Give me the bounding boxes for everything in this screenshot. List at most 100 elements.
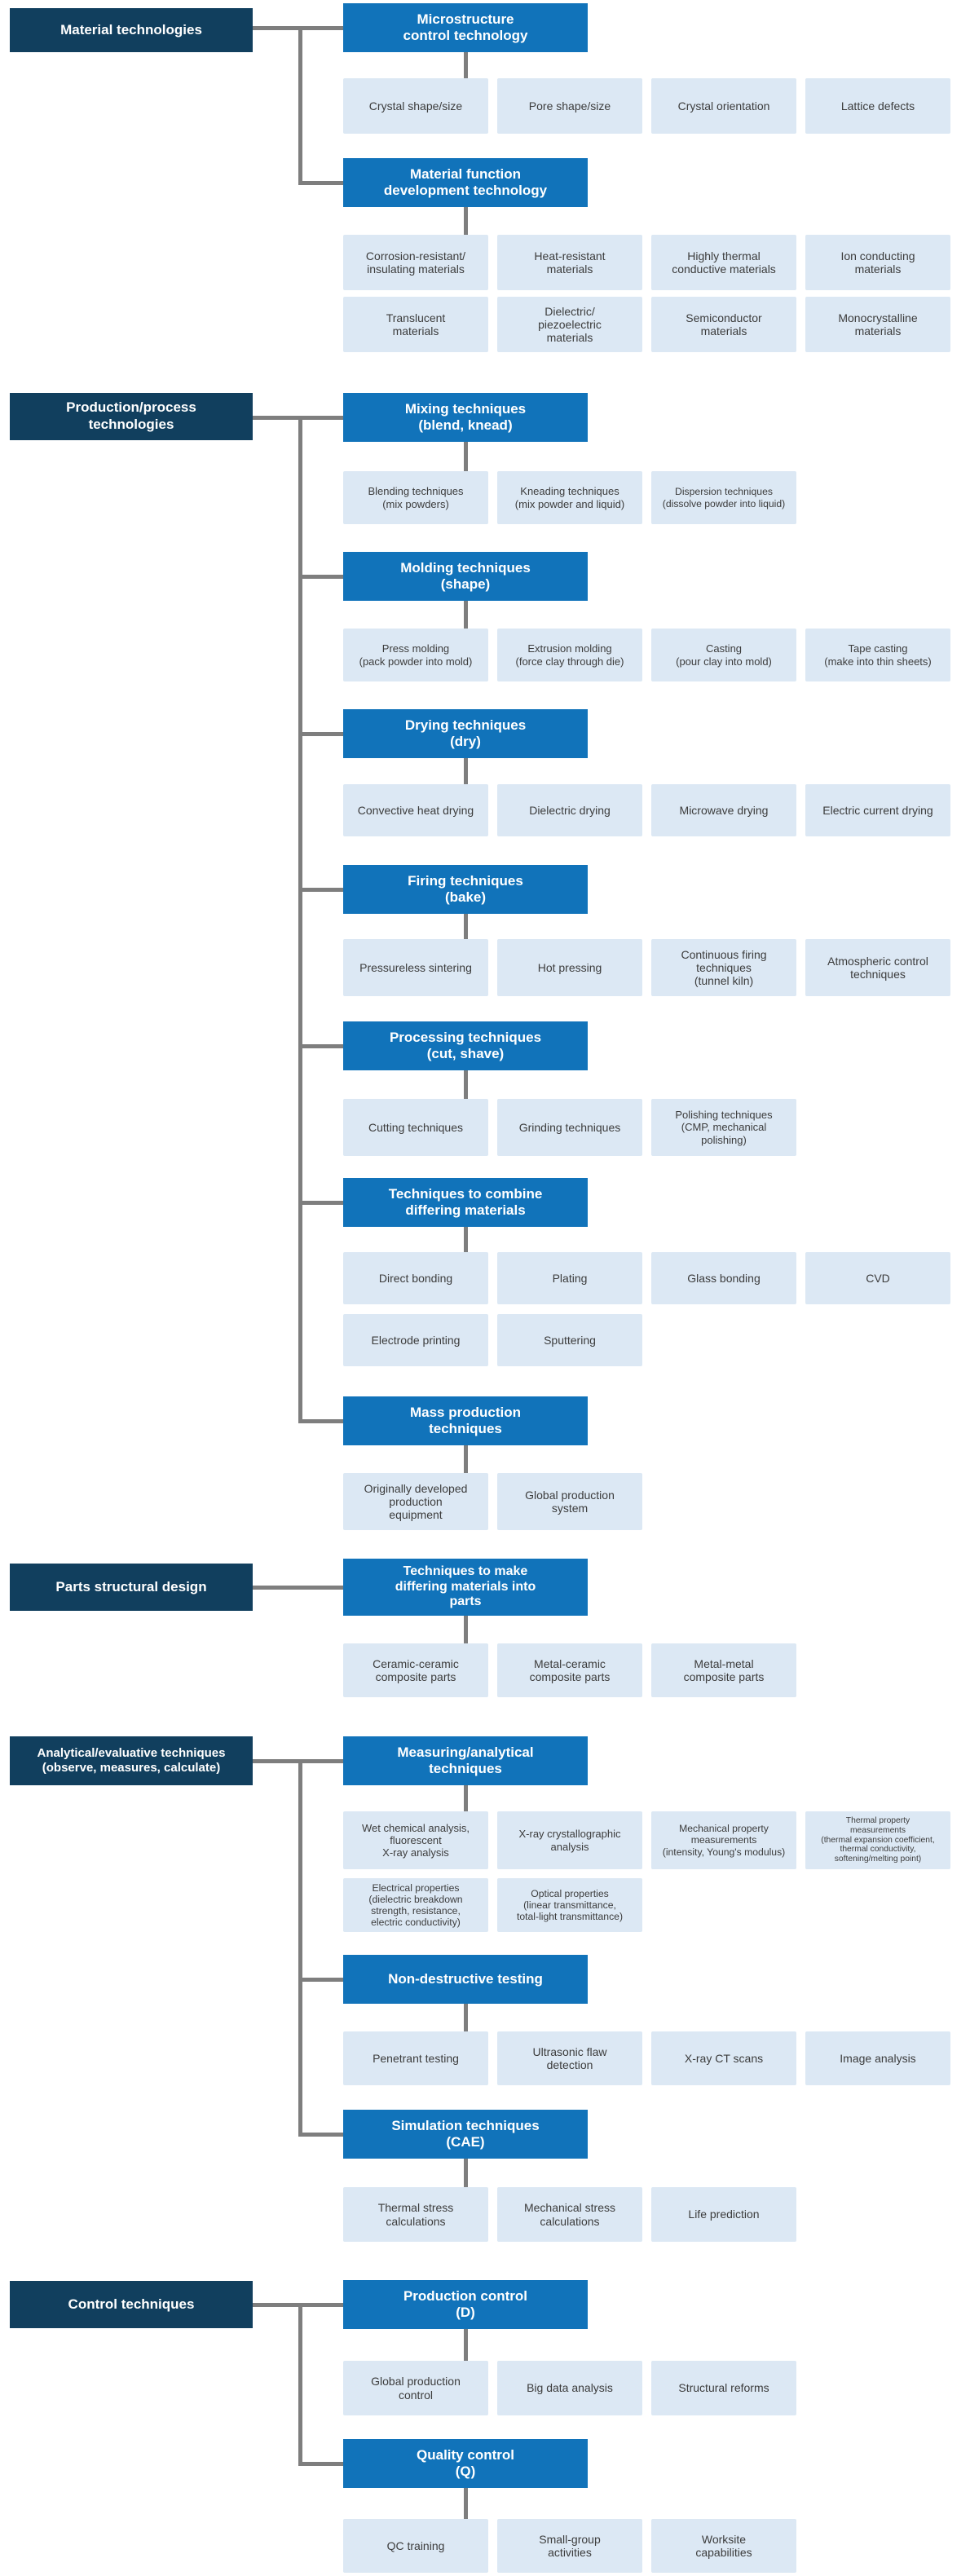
tech-item: Convective heat drying bbox=[343, 784, 488, 836]
tech-item: Heat-resistant materials bbox=[497, 235, 642, 290]
tech-item: QC training bbox=[343, 2519, 488, 2573]
connector-line bbox=[464, 756, 468, 787]
tech-item: X-ray CT scans bbox=[651, 2031, 796, 2085]
header-drying-techniques: Drying techniques (dry) bbox=[343, 709, 588, 758]
tech-item: Electrical properties (dielectric breakd… bbox=[343, 1878, 488, 1932]
tech-item: Penetrant testing bbox=[343, 2031, 488, 2085]
tech-item: Tape casting (make into thin sheets) bbox=[805, 629, 950, 681]
tech-item: Atmospheric control techniques bbox=[805, 939, 950, 996]
tech-item: Direct bonding bbox=[343, 1252, 488, 1304]
tech-item: Mechanical property measurements (intens… bbox=[651, 1811, 796, 1869]
header-simulation-techniques: Simulation techniques (CAE) bbox=[343, 2110, 588, 2159]
connector-line bbox=[298, 1419, 343, 1423]
tech-item: Image analysis bbox=[805, 2031, 950, 2085]
tech-item: Structural reforms bbox=[651, 2361, 796, 2415]
connector-line bbox=[464, 1069, 468, 1102]
connector-line bbox=[298, 888, 343, 892]
connector-line bbox=[464, 1784, 468, 1815]
header-material-function-development: Material function development technology bbox=[343, 158, 588, 207]
connector-line bbox=[298, 26, 302, 185]
category-production-process-technologies: Production/process technologies bbox=[10, 393, 253, 440]
connector-line bbox=[253, 2303, 343, 2307]
tech-item: Crystal orientation bbox=[651, 78, 796, 134]
tech-item: Blending techniques (mix powders) bbox=[343, 471, 488, 524]
header-quality-control: Quality control (Q) bbox=[343, 2439, 588, 2488]
tech-item: Worksite capabilities bbox=[651, 2519, 796, 2573]
connector-line bbox=[464, 2002, 468, 2035]
tech-item: Translucent materials bbox=[343, 297, 488, 352]
tech-item: Metal-ceramic composite parts bbox=[497, 1643, 642, 1697]
connector-line bbox=[464, 1225, 468, 1255]
connector-line bbox=[298, 2133, 343, 2137]
tech-item: Ceramic-ceramic composite parts bbox=[343, 1643, 488, 1697]
connector-line bbox=[464, 2327, 468, 2364]
connector-line bbox=[253, 416, 343, 420]
tech-item: Thermal property measurements (thermal e… bbox=[805, 1811, 950, 1869]
tech-item: Originally developed production equipmen… bbox=[343, 1473, 488, 1530]
tech-item: Ultrasonic flaw detection bbox=[497, 2031, 642, 2085]
tech-item: Global production system bbox=[497, 1473, 642, 1530]
tech-item: Optical properties (linear transmittance… bbox=[497, 1878, 642, 1932]
header-combine-differing-materials: Techniques to combine differing material… bbox=[343, 1178, 588, 1227]
connector-line bbox=[298, 575, 343, 579]
tech-item: Pressureless sintering bbox=[343, 939, 488, 996]
tech-item: Extrusion molding (force clay through di… bbox=[497, 629, 642, 681]
tech-item: Electrode printing bbox=[343, 1314, 488, 1366]
connector-line bbox=[464, 1444, 468, 1476]
tech-item: Crystal shape/size bbox=[343, 78, 488, 134]
tech-item: Grinding techniques bbox=[497, 1099, 642, 1156]
connector-line bbox=[298, 2303, 302, 2466]
connector-line bbox=[464, 2157, 468, 2190]
tech-item: Wet chemical analysis, fluorescent X-ray… bbox=[343, 1811, 488, 1869]
connector-line bbox=[464, 599, 468, 632]
connector-line bbox=[253, 26, 343, 30]
tech-item: Semiconductor materials bbox=[651, 297, 796, 352]
connector-line bbox=[298, 416, 302, 1423]
connector-line bbox=[464, 51, 468, 82]
tech-item: CVD bbox=[805, 1252, 950, 1304]
connector-line bbox=[464, 912, 468, 942]
tech-item: Cutting techniques bbox=[343, 1099, 488, 1156]
tech-item: Ion conducting materials bbox=[805, 235, 950, 290]
connector-line bbox=[253, 1759, 343, 1763]
tech-item: Microwave drying bbox=[651, 784, 796, 836]
tech-item: X-ray crystallographic analysis bbox=[497, 1811, 642, 1869]
connector-line bbox=[298, 732, 343, 736]
tech-item: Metal-metal composite parts bbox=[651, 1643, 796, 1697]
tech-item: Dielectric/ piezoelectric materials bbox=[497, 297, 642, 352]
connector-line bbox=[298, 1201, 343, 1205]
category-material-technologies: Material technologies bbox=[10, 8, 253, 52]
connector-line bbox=[464, 205, 468, 238]
tech-item: Thermal stress calculations bbox=[343, 2187, 488, 2242]
header-non-destructive-testing: Non-destructive testing bbox=[343, 1955, 588, 2004]
tech-item: Lattice defects bbox=[805, 78, 950, 134]
header-make-differing-materials-into-parts: Techniques to make differing materials i… bbox=[343, 1559, 588, 1616]
header-production-control: Production control (D) bbox=[343, 2280, 588, 2329]
tech-item: Glass bonding bbox=[651, 1252, 796, 1304]
connector-line bbox=[298, 2462, 343, 2466]
header-firing-techniques: Firing techniques (bake) bbox=[343, 865, 588, 914]
tech-item: Dispersion techniques (dissolve powder i… bbox=[651, 471, 796, 524]
tech-item: Plating bbox=[497, 1252, 642, 1304]
tech-item: Small-group activities bbox=[497, 2519, 642, 2573]
tech-item: Pore shape/size bbox=[497, 78, 642, 134]
tech-item: Kneading techniques (mix powder and liqu… bbox=[497, 471, 642, 524]
connector-line bbox=[298, 1978, 343, 1982]
tech-item: Polishing techniques (CMP, mechanical po… bbox=[651, 1099, 796, 1156]
category-control-techniques: Control techniques bbox=[10, 2281, 253, 2328]
category-parts-structural-design: Parts structural design bbox=[10, 1564, 253, 1611]
tech-item: Big data analysis bbox=[497, 2361, 642, 2415]
header-mass-production-techniques: Mass production techniques bbox=[343, 1396, 588, 1445]
tech-item: Life prediction bbox=[651, 2187, 796, 2242]
header-processing-techniques: Processing techniques (cut, shave) bbox=[343, 1021, 588, 1070]
connector-line bbox=[298, 1044, 343, 1048]
connector-line bbox=[464, 2486, 468, 2522]
tech-item: Hot pressing bbox=[497, 939, 642, 996]
connector-line bbox=[298, 1759, 302, 2137]
tech-item: Press molding (pack powder into mold) bbox=[343, 629, 488, 681]
tech-item: Dielectric drying bbox=[497, 784, 642, 836]
tech-item: Monocrystalline materials bbox=[805, 297, 950, 352]
tech-item: Global production control bbox=[343, 2361, 488, 2415]
tech-item: Electric current drying bbox=[805, 784, 950, 836]
